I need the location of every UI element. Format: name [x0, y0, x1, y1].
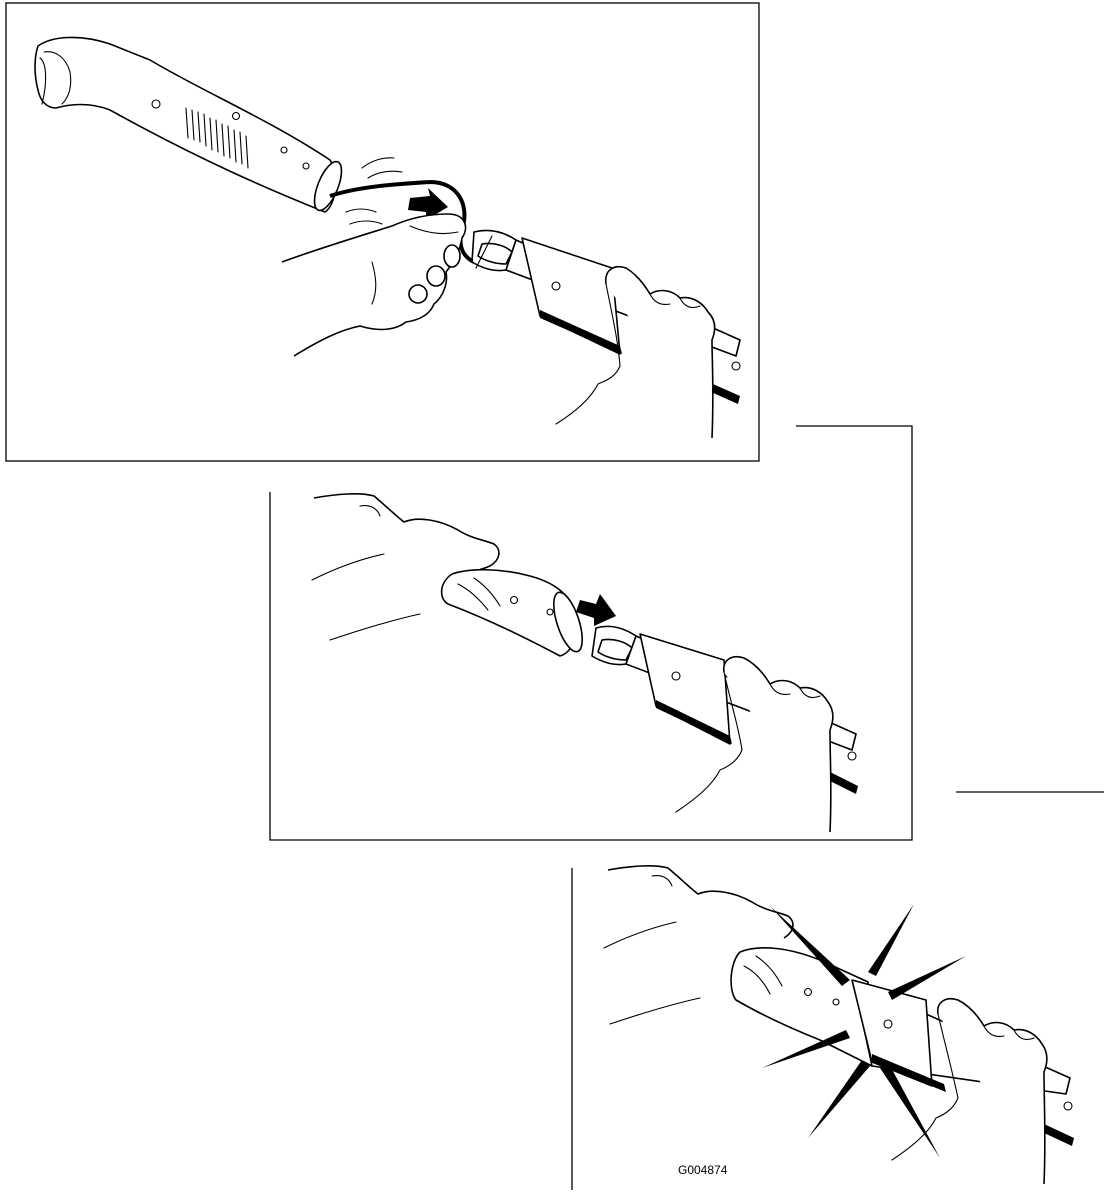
handle-grip: [34, 36, 343, 213]
handle-grip-2: [440, 568, 583, 657]
right-hand-2: [675, 656, 834, 833]
direction-arrow: [408, 188, 448, 220]
right-hand: [555, 266, 716, 439]
left-hand-2: [311, 493, 500, 641]
figure-code: G004874: [678, 1163, 728, 1177]
wire: [329, 179, 475, 264]
left-hand-3: [603, 865, 794, 1025]
direction-arrow-2: [576, 594, 616, 626]
panel-1-frame: [5, 2, 760, 462]
panel-2: [269, 425, 913, 841]
panel-3: G004874: [571, 865, 1074, 1190]
panel-1: [5, 2, 760, 462]
panel-2-frame: [269, 425, 913, 841]
left-hand: [281, 213, 467, 357]
right-hand-3: [891, 998, 1048, 1185]
